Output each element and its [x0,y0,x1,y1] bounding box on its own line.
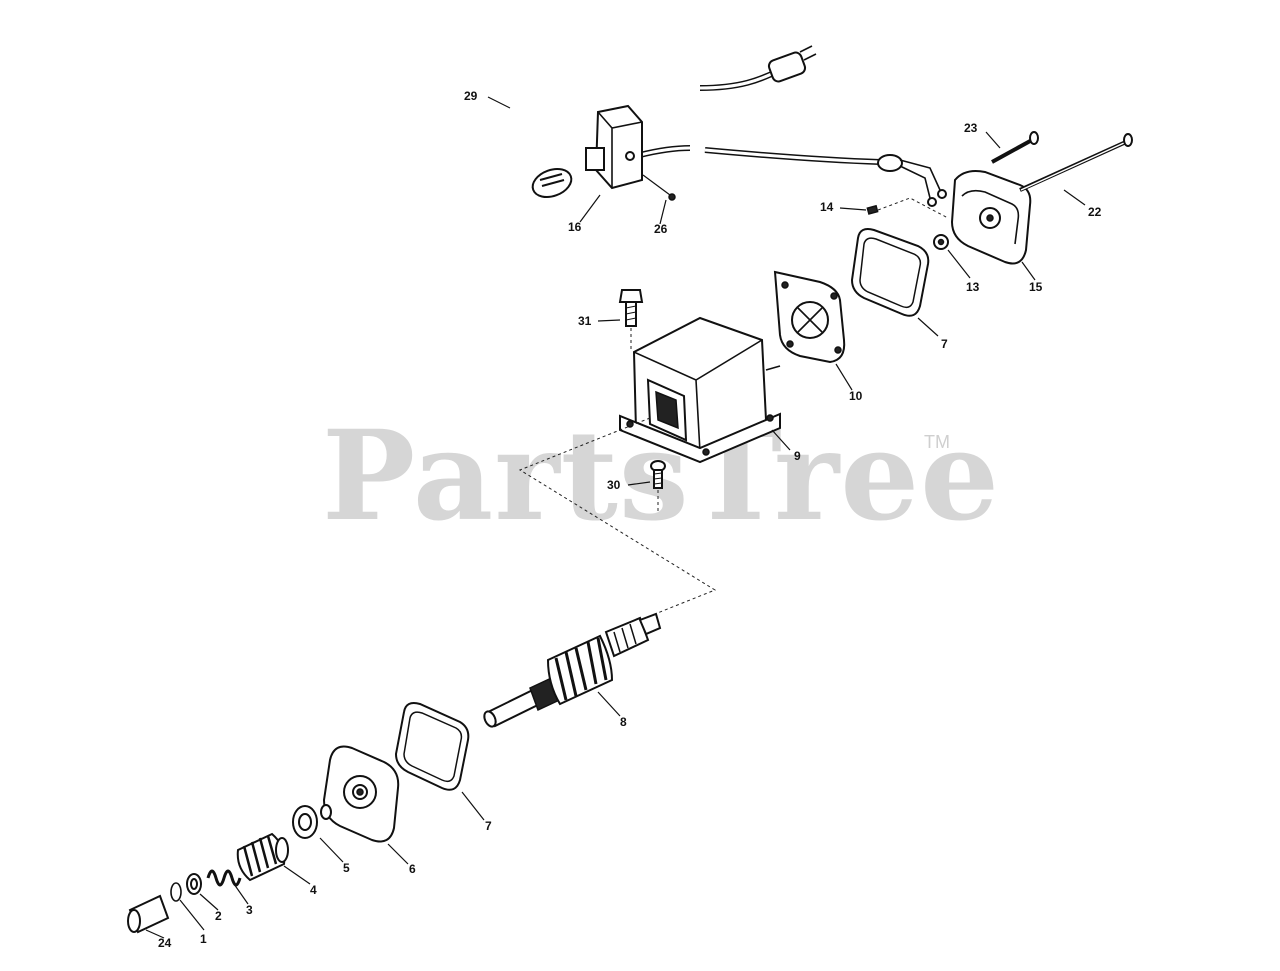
callout-13: 13 [966,280,980,294]
end-cap [950,170,1032,265]
callout-6: 6 [409,862,416,876]
gasket-upper-inner [859,237,922,309]
screw-14-path [877,197,949,219]
callout-10: 10 [849,389,863,403]
brush-plate [773,270,846,364]
washer-13-hole [937,238,945,246]
spring [206,869,242,887]
callout-7-lower: 7 [485,819,492,833]
callout-23: 23 [964,121,978,135]
screw-26-head [668,193,676,201]
callout-30: 30 [607,478,621,492]
callout-31: 31 [578,314,592,328]
callout-4: 4 [310,883,317,897]
callout-7-upper: 7 [941,337,948,351]
callout-16: 16 [568,220,582,234]
callout-14: 14 [820,200,834,214]
retainer [292,804,332,839]
spring-cup-inner [190,878,198,890]
callout-2: 2 [215,909,222,923]
callout-29: 29 [464,89,478,103]
cap [127,894,170,934]
callout-15: 15 [1029,280,1043,294]
retaining-ring [170,882,182,902]
field-frame [619,316,781,464]
callout-8: 8 [620,715,627,729]
through-bolt-22 [1019,133,1133,192]
switch [585,104,643,190]
callout-24: 24 [158,936,172,950]
trademark-symbol: TM [924,432,950,452]
gasket-lower-inner [403,711,463,783]
drive-pinion [236,832,289,882]
callout-3: 3 [246,903,253,917]
screw-14 [866,204,879,215]
leader-lines [145,96,1086,939]
callout-26: 26 [654,222,668,236]
bolt-31 [618,289,644,352]
callout-9: 9 [794,449,801,463]
armature [483,612,662,728]
screw-30 [650,460,666,512]
switch-lead-wire [639,145,947,207]
callout-5: 5 [343,861,350,875]
through-bolt-23 [991,131,1039,164]
callout-1: 1 [200,932,207,946]
assembly-path [518,417,717,621]
drive-end-cap [322,745,400,843]
screw-26-shank [642,174,671,196]
callout-22: 22 [1088,205,1102,219]
callout-labels: 29 16 26 14 23 22 13 15 7 10 9 31 30 8 7… [158,89,1102,950]
power-cord [475,45,817,199]
